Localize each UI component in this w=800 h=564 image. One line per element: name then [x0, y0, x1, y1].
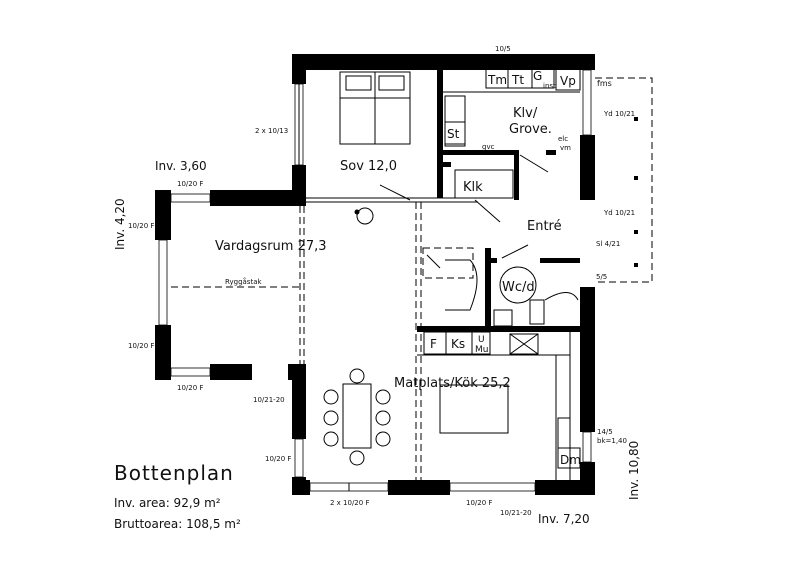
- room-label-entre: Entré: [527, 219, 562, 234]
- room-label-klv: Klv/: [513, 106, 538, 121]
- fixture-label-gvc: gvc: [482, 143, 495, 151]
- room-label-kok: Matplats/Kök 25,2: [394, 376, 511, 391]
- annotation-right-window1: 14/5: [597, 428, 613, 436]
- annotation-5-5: 5/5: [596, 273, 607, 281]
- annotation-sl: Sl 4/21: [596, 240, 620, 248]
- inv-area: Inv. area: 92,9 m²: [114, 496, 221, 510]
- brutto-area: Bruttoarea: 108,5 m²: [114, 517, 241, 531]
- annotation-bottom-window2: 10/20 F: [466, 499, 492, 507]
- fixture-label-tt: Tt: [511, 73, 524, 87]
- annotation-bay-left1: 10/20 F: [128, 222, 154, 230]
- annotation-bottom-door: 10/21-20: [500, 509, 532, 517]
- annotation-bay-top: 10/20 F: [177, 180, 203, 188]
- room-label-grove: Grove.: [509, 122, 552, 137]
- annotation-right-window2: bk=1,40: [597, 437, 627, 445]
- fixture-label-ks: Ks: [451, 337, 465, 351]
- fixture-label-tm: Tm: [487, 73, 507, 87]
- fixture-label-dm: Dm: [560, 453, 581, 467]
- fixture-label-inst: inst: [543, 82, 556, 90]
- dining-table: [323, 368, 391, 466]
- annotation-bay-left2: 10/20 F: [128, 342, 154, 350]
- fixture-label-elc: elc: [558, 135, 568, 143]
- fixture-label-vm: vm: [560, 144, 571, 152]
- annotation-top-window: 10/5: [495, 45, 511, 53]
- fixture-label-u: U: [478, 335, 485, 345]
- fixture-label-g: G: [533, 69, 542, 83]
- room-label-vardagsrum: Vardagsrum 27,3: [215, 239, 327, 254]
- fixture-label-mu: Mu: [475, 345, 488, 355]
- room-label-sov: Sov 12,0: [340, 159, 397, 174]
- fixture-label-vp: Vp: [560, 74, 576, 88]
- interior-lines: [171, 91, 580, 480]
- dimension-right-height: Inv. 10,80: [627, 441, 641, 500]
- terrace-outline: [595, 77, 653, 283]
- room-label-klk: Klk: [463, 180, 483, 195]
- plan-title: Bottenplan: [114, 461, 234, 485]
- annotation-left-window: 10/20 F: [265, 455, 291, 463]
- double-bed: [339, 71, 411, 145]
- annotation-yd2: Yd 10/21: [603, 209, 635, 217]
- stove-icon: [356, 207, 374, 225]
- dimension-bottom-width: Inv. 7,20: [538, 512, 590, 526]
- annotation-sov-window: 2 x 10/13: [255, 127, 288, 135]
- dimension-left-width: Inv. 3,60: [155, 159, 207, 173]
- fixture-label-fms: fms: [597, 79, 612, 88]
- annotation-door-left: 10/21-20: [253, 396, 285, 404]
- fixture-label-st: St: [447, 127, 460, 141]
- fixture-boxes: [423, 67, 581, 469]
- annotation-yd1: Yd 10/21: [603, 110, 635, 118]
- annotation-bay-bottom: 10/20 F: [177, 384, 203, 392]
- windows: [158, 55, 592, 492]
- room-label-wc: Wc/d: [502, 280, 535, 295]
- annotation-bottom-windows: 2 x 10/20 F: [330, 499, 369, 507]
- walls: [155, 54, 595, 495]
- dimension-left-height: Inv. 4,20: [113, 198, 127, 250]
- fixture-label-f: F: [430, 337, 437, 351]
- annotation-ryggtak: Ryggåstak: [225, 277, 262, 286]
